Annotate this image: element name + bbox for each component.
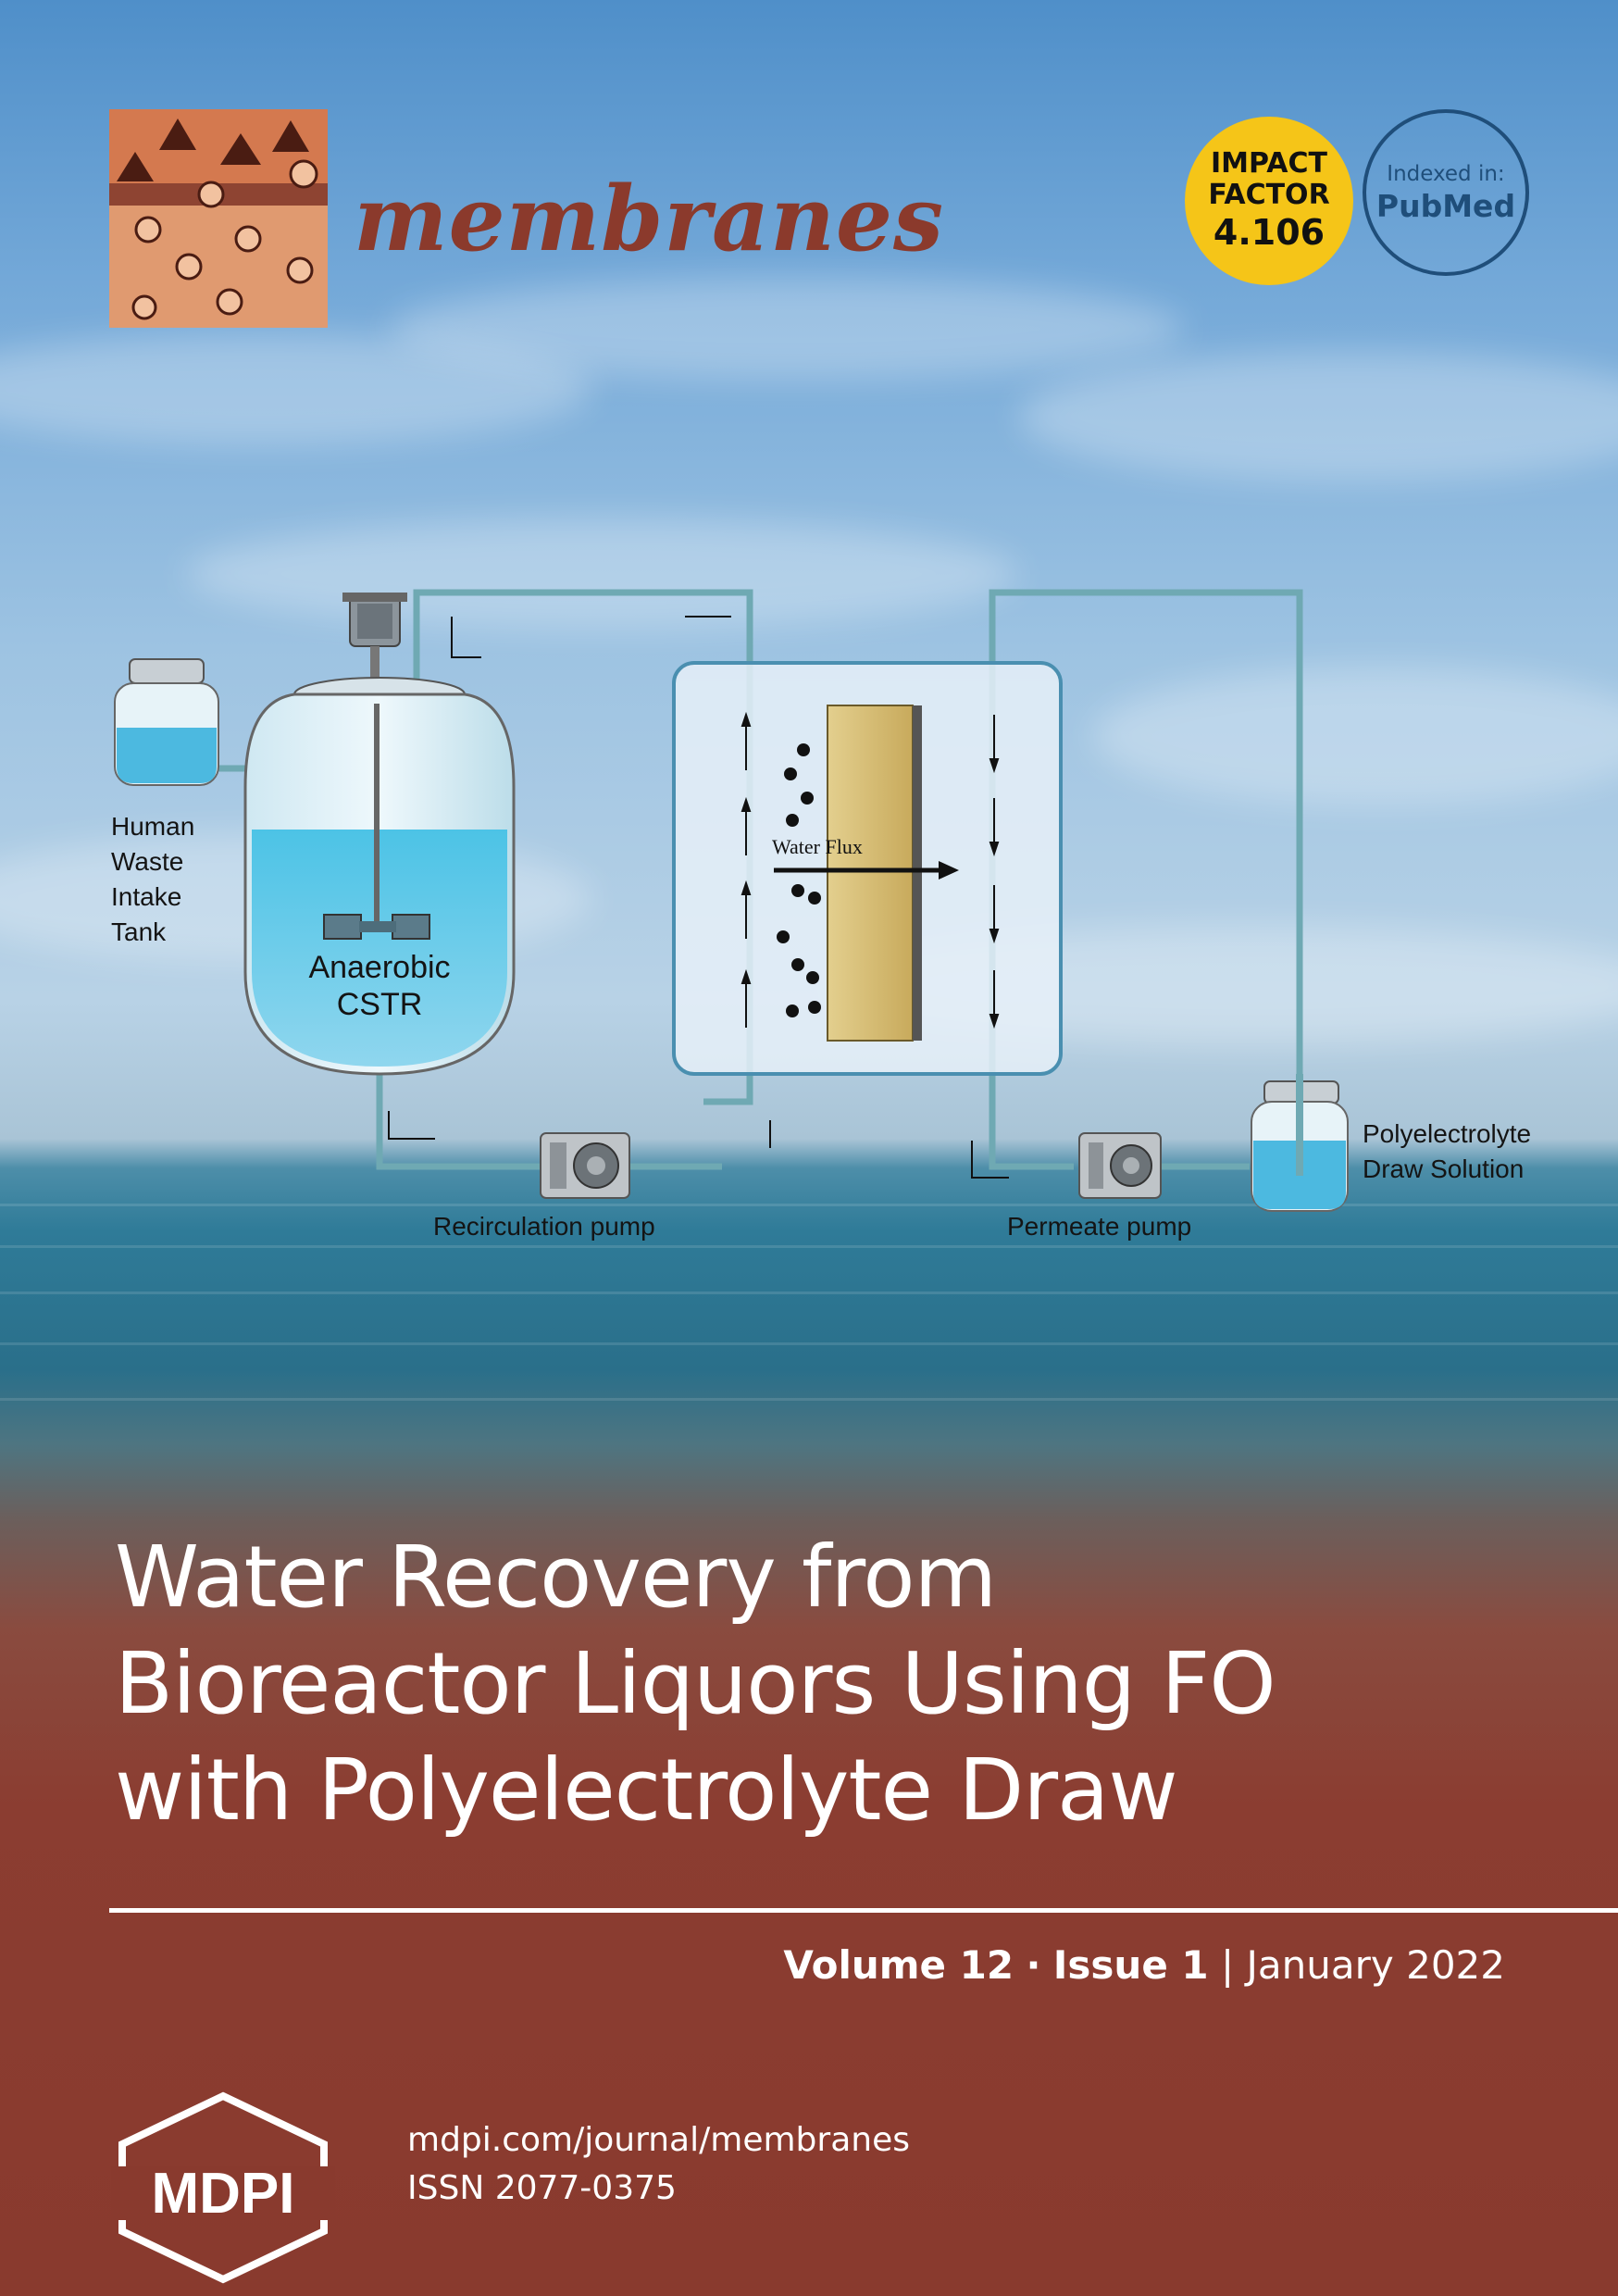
- draw-solution-label: Polyelectrolyte Draw Solution: [1363, 1119, 1531, 1183]
- mdpi-logo-icon: MDPI: [111, 2091, 335, 2284]
- feed-flow-arrows: [741, 711, 752, 1028]
- article-title-line: Water Recovery from: [115, 1528, 997, 1627]
- title-divider: [109, 1908, 1618, 1913]
- journal-url[interactable]: mdpi.com/journal/membranes: [407, 2121, 910, 2159]
- draw-solution-label-line: Draw Solution: [1363, 1154, 1524, 1183]
- volume-number: Volume 12: [783, 1942, 1014, 1988]
- sea-wave: [0, 1245, 1618, 1248]
- water-flux-arrowhead: [939, 861, 959, 880]
- sea-wave: [0, 1292, 1618, 1294]
- process-diagram: Human Waste Intake Tank Anaerobic CSTR: [111, 589, 1531, 1241]
- intake-label-line: Human: [111, 812, 194, 841]
- reactor-label: Anaerobic CSTR: [308, 950, 450, 1022]
- issue-date: January 2022: [1246, 1942, 1505, 1988]
- intake-label-line: Tank: [111, 917, 167, 946]
- anaerobic-reactor: [243, 593, 516, 1076]
- sea-wave: [0, 1204, 1618, 1206]
- draw-solution-label-line: Polyelectrolyte: [1363, 1119, 1531, 1148]
- impact-factor-badge: IMPACT FACTOR 4.106: [1185, 117, 1353, 285]
- article-title-line: with Polyelectrolyte Draw: [115, 1741, 1178, 1840]
- cloud: [389, 278, 1185, 380]
- issue-number: Issue 1: [1052, 1942, 1209, 1988]
- issue-separator: ·: [1026, 1942, 1041, 1988]
- article-title-line: Bioreactor Liquors Using FO: [115, 1634, 1276, 1733]
- draw-solution-tank: [1251, 1074, 1349, 1212]
- impact-factor-label-2: FACTOR: [1208, 179, 1330, 211]
- impact-factor-value: 4.106: [1213, 212, 1326, 253]
- impact-factor-label-1: IMPACT: [1211, 147, 1327, 180]
- intake-label-line: Waste: [111, 847, 183, 876]
- journal-name: membranes: [354, 167, 945, 271]
- cloud: [1018, 352, 1618, 481]
- intake-tank: [114, 658, 219, 786]
- issn: ISSN 2077-0375: [407, 2169, 677, 2207]
- publisher-info: mdpi.com/journal/membranes ISSN 2077-037…: [407, 2116, 910, 2213]
- draw-flow-arrows: [989, 715, 1000, 1029]
- sea-wave: [0, 1342, 1618, 1345]
- intake-label-line: Intake: [111, 882, 181, 911]
- mdpi-logo-text: MDPI: [152, 2162, 295, 2226]
- flow-arrows: [388, 616, 1009, 1179]
- fo-membrane-cell: Water Flux: [672, 661, 1063, 1076]
- recirculation-pump-label: Recirculation pump: [433, 1212, 655, 1241]
- solute-particles: [777, 743, 821, 1017]
- reactor-label-line: CSTR: [337, 987, 423, 1022]
- indexed-label: Indexed in:: [1387, 162, 1505, 186]
- permeate-pump-label: Permeate pump: [1007, 1212, 1191, 1241]
- water-flux-label: Water Flux: [772, 835, 863, 858]
- sea-wave: [0, 1398, 1618, 1401]
- issue-divider: |: [1221, 1942, 1235, 1988]
- reactor-label-line: Anaerobic: [308, 950, 450, 985]
- issue-info: Volume 12 · Issue 1 | January 2022: [783, 1942, 1505, 1988]
- permeate-pump-icon: [1078, 1132, 1162, 1199]
- intake-tank-label: Human Waste Intake Tank: [111, 812, 194, 946]
- cloud: [0, 333, 592, 444]
- recirculation-pump-icon: [540, 1132, 630, 1199]
- pubmed-label: PubMed: [1375, 188, 1516, 224]
- cloud: [185, 518, 1018, 630]
- journal-logo-icon: [109, 109, 328, 328]
- article-title: Water Recovery from Bioreactor Liquors U…: [115, 1524, 1559, 1843]
- cloud: [1092, 667, 1618, 805]
- pubmed-badge: Indexed in: PubMed: [1363, 109, 1529, 276]
